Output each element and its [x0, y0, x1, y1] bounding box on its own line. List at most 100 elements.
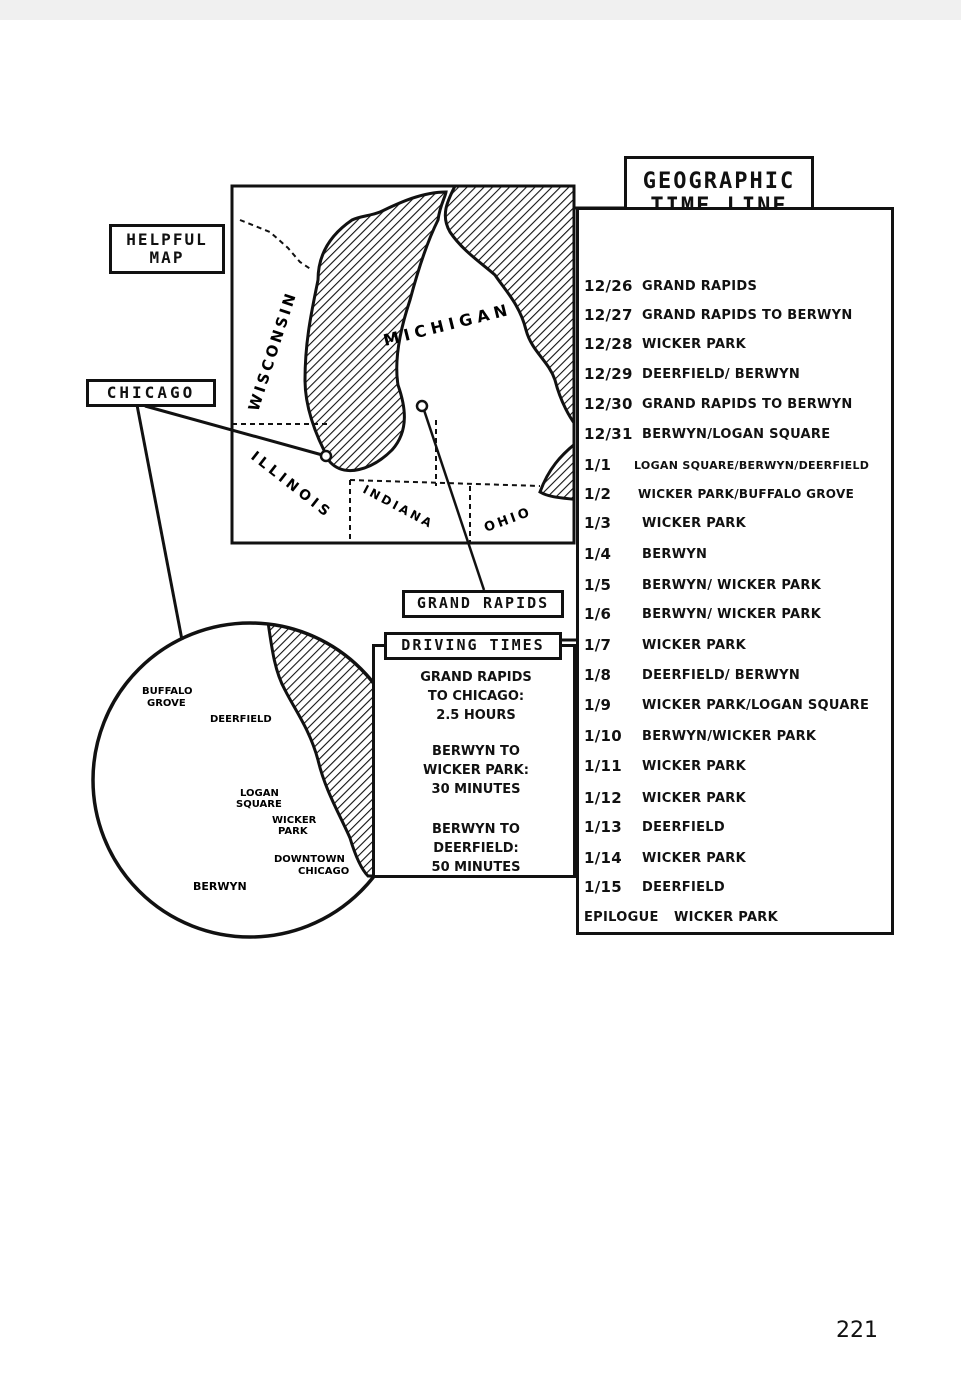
timeline-date: 1/15	[584, 878, 622, 896]
helpful-map-line-2: MAP	[149, 248, 185, 267]
timeline-date: 1/14	[584, 849, 622, 867]
timeline-date: 1/1	[584, 456, 612, 474]
timeline-place: BERWYN/ WICKER PARK	[642, 577, 822, 593]
chicago-label: CHICAGO	[86, 379, 216, 407]
title-line-1: GEOGRAPHIC	[642, 168, 796, 194]
timeline-place: BERWYN	[642, 546, 708, 562]
chicago-callout-line	[135, 404, 184, 641]
timeline-row: 1/7 WICKER PARK	[584, 632, 890, 658]
timeline-place: WICKER PARK/BUFFALO GROVE	[638, 487, 855, 501]
timeline-row: 1/11 WICKER PARK	[584, 753, 890, 779]
timeline-panel	[576, 207, 894, 935]
drive-line: GRAND RAPIDS	[420, 670, 532, 685]
grand-rapids-marker	[415, 399, 429, 413]
timeline-place: DEERFIELD/ BERWYN	[642, 667, 801, 683]
drive-line: 50 MINUTES	[431, 860, 521, 875]
timeline-row: 1/3 WICKER PARK	[584, 510, 890, 536]
timeline-place: WICKER PARK	[674, 909, 778, 925]
driving-entry-grand-rapids: GRAND RAPIDS TO CHICAGO: 2.5 HOURS	[376, 668, 576, 725]
inset-callout-line	[144, 404, 327, 458]
timeline-place: GRAND RAPIDS TO BERWYN	[642, 307, 853, 323]
driving-entry-deerfield: BERWYN TO DEERFIELD: 50 MINUTES	[376, 820, 576, 877]
lake-huron	[443, 186, 574, 426]
timeline-date: 12/28	[584, 335, 633, 353]
ohio-label: OHIO	[482, 505, 534, 536]
timeline-place: GRAND RAPIDS TO BERWYN	[642, 396, 853, 412]
driving-times-title: DRIVING TIMES	[384, 632, 562, 660]
timeline-date: 1/7	[584, 636, 612, 654]
timeline-date: 1/12	[584, 789, 622, 807]
timeline-date: 1/11	[584, 757, 622, 775]
timeline-row: 1/5 BERWYN/ WICKER PARK	[584, 572, 890, 598]
timeline-place: WICKER PARK	[642, 515, 746, 531]
driving-times-title-text: DRIVING TIMES	[401, 636, 545, 655]
timeline-place: WICKER PARK	[642, 637, 746, 653]
chicago-marker	[319, 449, 333, 463]
drive-line: 2.5 HOURS	[436, 708, 516, 723]
timeline-date: 1/8	[584, 666, 612, 684]
driving-entry-wicker-park: BERWYN TO WICKER PARK: 30 MINUTES	[376, 742, 576, 799]
timeline-date: 1/4	[584, 545, 612, 563]
indiana-label: INDIANA	[361, 482, 437, 531]
timeline-place: BERWYN/ WICKER PARK	[642, 606, 822, 622]
scan-top-edge	[0, 0, 961, 20]
timeline-row: 12/30 GRAND RAPIDS TO BERWYN	[584, 391, 890, 417]
grand-rapids-callout-line	[422, 409, 486, 591]
timeline-date: 1/13	[584, 818, 622, 836]
helpful-map-label: HELPFUL MAP	[109, 224, 225, 274]
timeline-place: DEERFIELD	[642, 819, 725, 835]
timeline-row: 1/8 DEERFIELD/ BERWYN	[584, 662, 890, 688]
timeline-date: 1/3	[584, 514, 612, 532]
timeline-row: 12/29 DEERFIELD/ BERWYN	[584, 361, 890, 387]
timeline-place: GRAND RAPIDS	[642, 278, 758, 294]
drive-line: BERWYN TO	[432, 822, 520, 837]
deerfield-label: DEERFIELD	[210, 714, 272, 725]
timeline-row: 1/1 LOGAN SQUARE/BERWYN/DEERFIELD	[584, 452, 890, 478]
timeline-place: WICKER PARK	[642, 336, 746, 352]
timeline-row: EPILOGUE WICKER PARK	[584, 904, 890, 930]
timeline-row: 12/31 BERWYN/LOGAN SQUARE	[584, 421, 890, 447]
timeline-row: 1/13 DEERFIELD	[584, 814, 890, 840]
michigan-indiana-border	[349, 479, 541, 487]
page-number: 221	[836, 1318, 878, 1343]
wisconsin-border	[239, 219, 313, 271]
lake-erie	[538, 442, 574, 501]
timeline-place: DEERFIELD/ BERWYN	[642, 366, 801, 382]
drive-line: DEERFIELD:	[433, 841, 519, 856]
timeline-date: 1/5	[584, 576, 612, 594]
timeline-row: 12/28 WICKER PARK	[584, 331, 890, 357]
timeline-date: 12/26	[584, 277, 633, 295]
timeline-place: WICKER PARK	[642, 850, 746, 866]
chicago-label-text: CHICAGO	[106, 382, 196, 402]
timeline-row: 1/14 WICKER PARK	[584, 845, 890, 871]
berwyn-label: BERWYN	[193, 880, 247, 893]
timeline-row: 1/6 BERWYN/ WICKER PARK	[584, 601, 890, 627]
timeline-date: EPILOGUE	[584, 909, 659, 925]
timeline-place: WICKER PARK	[642, 758, 746, 774]
great-lakes-map	[232, 186, 574, 543]
timeline-date: 12/31	[584, 425, 633, 443]
timeline-place: LOGAN SQUARE/BERWYN/DEERFIELD	[634, 458, 870, 472]
drive-line: WICKER PARK:	[423, 763, 529, 778]
timeline-date: 12/30	[584, 395, 633, 413]
drive-line: 30 MINUTES	[431, 782, 521, 797]
timeline-place: WICKER PARK	[642, 790, 746, 806]
timeline-place: BERWYN/WICKER PARK	[642, 728, 817, 744]
grand-rapids-label-text: GRAND RAPIDS	[416, 594, 550, 613]
timeline-date: 12/29	[584, 365, 633, 383]
timeline-place: DEERFIELD	[642, 879, 725, 895]
timeline-date: 1/6	[584, 605, 612, 623]
drive-line: BERWYN TO	[432, 744, 520, 759]
timeline-place: BERWYN/LOGAN SQUARE	[642, 426, 831, 442]
lake-michigan	[303, 190, 448, 472]
grand-rapids-label: GRAND RAPIDS	[402, 590, 564, 618]
timeline-row: 12/26 GRAND RAPIDS	[584, 273, 890, 299]
